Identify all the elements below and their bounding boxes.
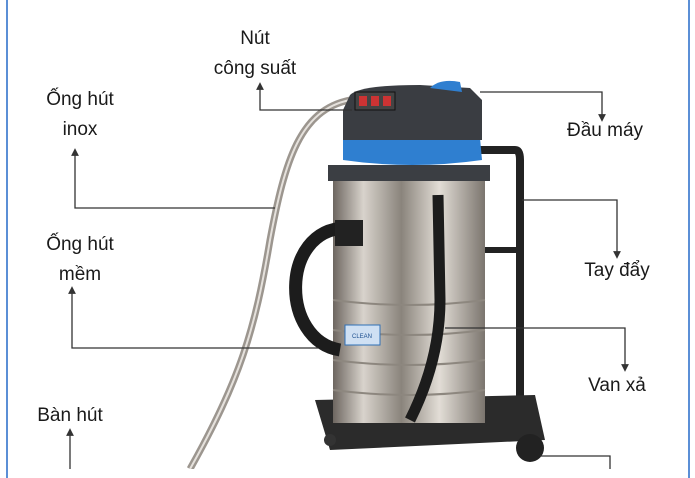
label-drain-valve: Van xả: [588, 375, 646, 396]
label-steel-tube: Ống hút inox: [46, 89, 114, 140]
steel-tank: [333, 178, 485, 423]
tank-badge: CLEAN: [352, 334, 372, 340]
label-floor-nozzle: Bàn hút: [37, 405, 103, 426]
label-motor-head: Đầu máy: [566, 120, 644, 141]
label-power-button: Nút công suất: [213, 28, 297, 79]
blue-ring: [343, 138, 482, 165]
label-push-handle: Tay đẩy: [584, 260, 650, 281]
soft-hose: [289, 221, 346, 357]
push-handle: [470, 146, 524, 410]
label-soft-hose: Ống hút mềm: [46, 234, 114, 285]
image-frame: [6, 0, 690, 478]
